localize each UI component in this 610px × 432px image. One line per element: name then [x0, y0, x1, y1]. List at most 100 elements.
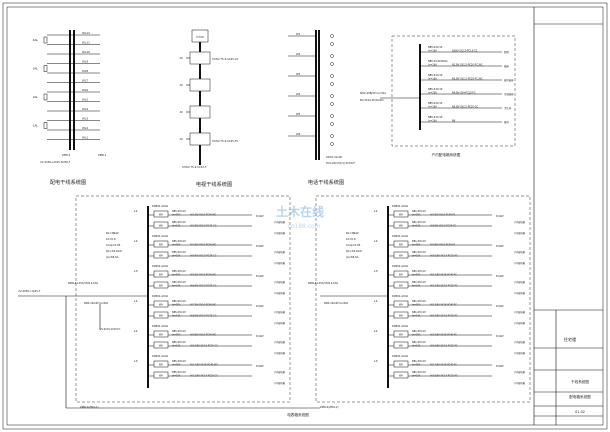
meter-panel [75, 195, 291, 403]
meter-wh-label: Wh [159, 333, 164, 337]
meter-breaker-label: NB5-63C/1P [172, 311, 186, 314]
meter-param-label: Ijs=68.6A [346, 255, 359, 259]
lighting-circuit-label: WL1 [82, 136, 88, 140]
tv-cable-label: SYWV-75-9-SC25-CC [212, 57, 239, 61]
meter-wire-label: AV12,BV-3X2.5-PC25-FC [430, 285, 458, 288]
meter-load-label: 8.0kW [256, 305, 264, 308]
meter-room-label: 户内配电箱 [514, 340, 526, 344]
phase-label: L1 [134, 209, 138, 213]
meter-wh-box [393, 311, 409, 319]
meter-room-label: 户内配电箱 [274, 351, 286, 355]
tv-cable-label: SYWV-75-9-SC32-F [182, 165, 207, 169]
phone-cable-label: 20XQ-30-SD [326, 155, 342, 159]
meter-room-label: 户内配电箱 [514, 291, 526, 295]
meter-panel [315, 195, 531, 403]
meter-wh-label: Wh [399, 254, 404, 258]
meter-current-label: Ia=50A [412, 304, 421, 307]
meter-current-label: Ia=16A [412, 345, 421, 348]
meter-room-label: 户内配电箱 [514, 321, 526, 325]
meter-current-label: Ia=16A [172, 255, 181, 258]
meter-current-label: Ia=50A [172, 334, 181, 337]
meter-wh-box [393, 330, 409, 338]
household-feeder-label: NH2-40B/2P Ia=32A [360, 91, 386, 95]
meter-wh-box [393, 251, 409, 259]
lighting-circuit-label: WL12 [82, 31, 90, 35]
meter-wire-label: AV5,BV-3X16-PC40-WC [190, 274, 217, 277]
tv-floor-label: AV [180, 83, 184, 87]
lighting-floor-box [43, 93, 48, 101]
meter-breaker-label: NB5-63C/1P [172, 360, 186, 363]
meter-room-label: 户内配电箱 [274, 291, 286, 295]
phone-cable-label: HYA-20(2X0.5)-SC50-F [326, 161, 355, 165]
meter-room-label: 户内配电箱 [274, 220, 286, 224]
meter-room-label: 户内配电箱 [274, 321, 286, 325]
meter-wh-box [393, 270, 409, 278]
meter-breaker-label: NB1-63C/1P [412, 330, 426, 333]
title-block-number: 01-02 [575, 410, 585, 414]
lighting-floor-label: 4AL [33, 38, 39, 42]
tv-title: 电视干线系统图 [196, 180, 232, 188]
tv-splitter-box [189, 132, 211, 146]
meter-load-label: 8.0kW [256, 365, 264, 368]
meter-param-label: Cosφ=0.85 [346, 243, 361, 247]
inner-border [6, 6, 604, 426]
meter-breaker-label: NB5-63C/1P [172, 240, 186, 243]
phone-terminal-icon [330, 34, 334, 38]
meter-wh-box [153, 210, 169, 218]
meter-wh-label: Wh [399, 243, 404, 247]
meter-breaker-label: NB5-63C/1P [172, 221, 186, 224]
meter-cable-label: VV-4X25-SC50-FC [100, 328, 121, 331]
meter-room-label: 户内配电箱 [274, 250, 286, 254]
meter-breaker-label: NB1-63C/1P [412, 251, 426, 254]
household-title: 户内配电箱系统图 [432, 152, 461, 157]
meter-wh-label: Wh [159, 224, 164, 228]
meter-breaker-label: NB1-63C/1P [412, 240, 426, 243]
meter-load-label: 8.0kW [256, 245, 264, 248]
meter-current-label: Ia=16A [412, 285, 421, 288]
title-block-drawing: 干线系统图 [571, 379, 589, 384]
meter-wh-box [393, 371, 409, 379]
meter-wire-label: AV2,BV-3X2.5-PC25-CC [190, 225, 217, 228]
lighting-circuit-label: WL11 [82, 41, 90, 45]
meter-wh-label: Wh [399, 273, 404, 277]
meter-wh-box [153, 240, 169, 248]
meter-wire-label: AV15,BV-3X16-PC40-FC [430, 334, 457, 337]
meter-wh-label: Wh [159, 243, 164, 247]
lighting-circuit-label: WL7 [82, 79, 88, 83]
phone-terminal-icon [330, 54, 334, 58]
meter-wh-label: Wh [399, 333, 404, 337]
meter-breaker-label: NB5-63C/1P [172, 371, 186, 374]
household-use-label: 卫生间 [504, 106, 512, 110]
meter-current-label: Ia=16A [412, 255, 421, 258]
household-use-label: 厨房插座 [504, 78, 514, 82]
lighting-circuit-label: WL10 [82, 50, 90, 54]
meter-model-label: DD862-4/20A [392, 325, 408, 328]
meter-breaker-label: NMSLE-125A/3300 4-63A [308, 282, 338, 285]
phone-floor-label: W6 [296, 132, 301, 136]
meter-wh-box [393, 240, 409, 248]
meter-current-label: Ia=16A [172, 225, 181, 228]
meter-wh-label: Wh [159, 344, 164, 348]
meter-model-label: DD862-4/20A [152, 355, 168, 358]
lighting-circuit-label: WL6 [82, 88, 88, 92]
meter-wire-label: AV13,BV-3X16-PC40-FC [430, 304, 457, 307]
tv-splitter-box [189, 51, 211, 65]
household-breaker-label: NB5-63C/1P [428, 102, 443, 105]
lighting-circuit-label: WL2 [82, 126, 88, 130]
meter-breaker-label: NB1-63C/1P [412, 270, 426, 273]
meter-room-label: 户内配电箱 [514, 250, 526, 254]
household-breaker-label: NB5-63C/1P [428, 116, 443, 119]
phase-label: L3 [374, 359, 378, 363]
meter-room-label: 户内配电箱 [514, 370, 526, 374]
phase-label: L2 [134, 239, 138, 243]
phase-label: L3 [134, 359, 138, 363]
meter-panel-label: ZMR-1(ZM2-1) [80, 405, 99, 409]
meter-wire-label: AV1,BV-3X16-PC40-WC [190, 214, 217, 217]
household-wire-label: N6 [452, 120, 456, 123]
meter-wire-label: AV7,BV-3X16-PC40-WC [190, 304, 217, 307]
lighting-circuit-label: WL4 [82, 107, 88, 111]
phase-label: L1 [134, 299, 138, 303]
household-rating-label: In=16A [428, 50, 437, 53]
tv-amplifier-box [191, 29, 209, 43]
lighting-panel-label: ZMR-1 [98, 153, 107, 157]
